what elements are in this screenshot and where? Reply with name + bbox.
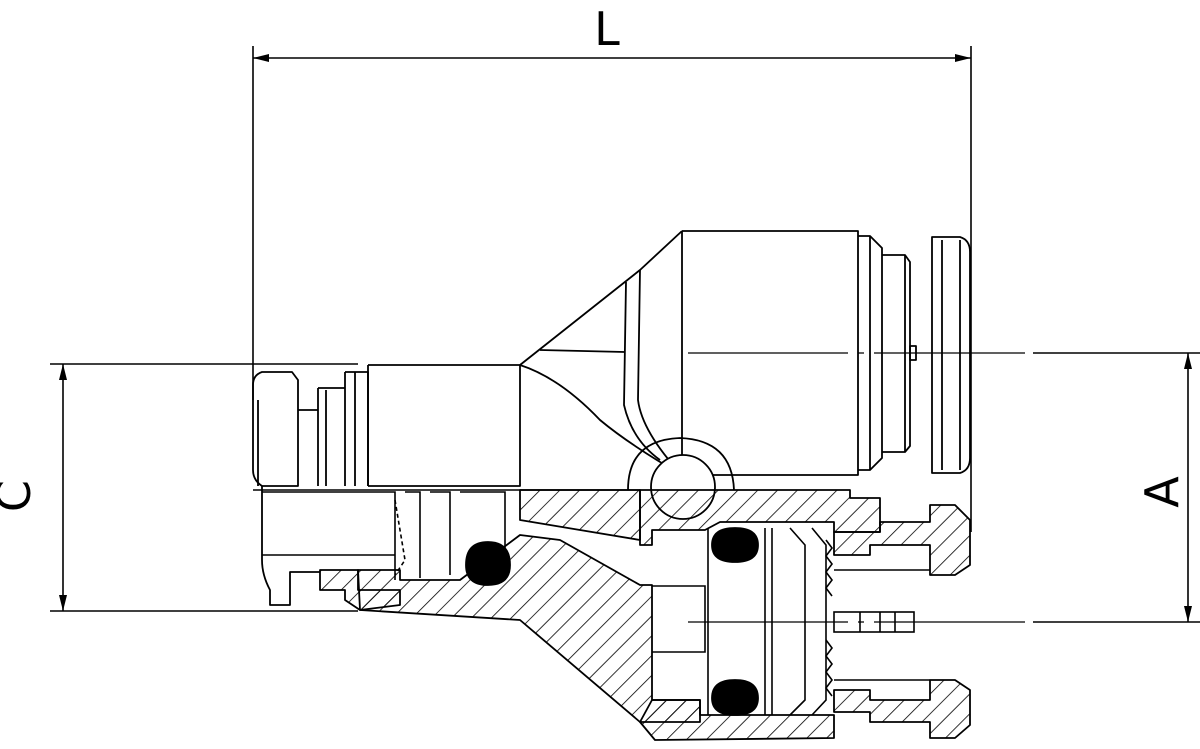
collet-teeth-upper (825, 539, 833, 597)
right-o-ring-bottom (711, 679, 759, 716)
body-section-right-top (639, 489, 881, 546)
right-section-internals (652, 527, 930, 716)
left-o-ring (465, 541, 511, 586)
left-body-outline (261, 486, 320, 606)
seals (465, 527, 759, 716)
section-view (261, 486, 971, 741)
upper-outlet-body (682, 230, 859, 476)
collet-teeth-lower (825, 639, 833, 697)
right-o-ring-top (711, 527, 759, 563)
body-section-top (519, 489, 641, 541)
left-inlet-tube (368, 364, 521, 487)
dimension-label-c: C (0, 480, 41, 512)
upper-outlet (519, 230, 971, 476)
dimension-a (1033, 352, 1200, 623)
centerlines (688, 352, 1025, 623)
left-inlet (252, 364, 521, 487)
upper-release-button (931, 236, 971, 474)
body-section-bottom (639, 699, 835, 741)
body-section-left (357, 534, 701, 723)
dimension-label-a: A (1135, 476, 1189, 508)
upper-cone (519, 230, 683, 366)
upper-outlet-collet (858, 235, 883, 471)
dimension-l (252, 46, 972, 532)
collet-housing-top (833, 504, 971, 576)
left-release-button (252, 371, 299, 487)
left-collet-section (319, 569, 401, 611)
left-section-internals (253, 489, 640, 580)
dimension-label-l: L (594, 2, 620, 56)
tube-stop (833, 611, 915, 633)
collet-housing-bottom (833, 679, 971, 739)
dimension-c (50, 363, 358, 612)
